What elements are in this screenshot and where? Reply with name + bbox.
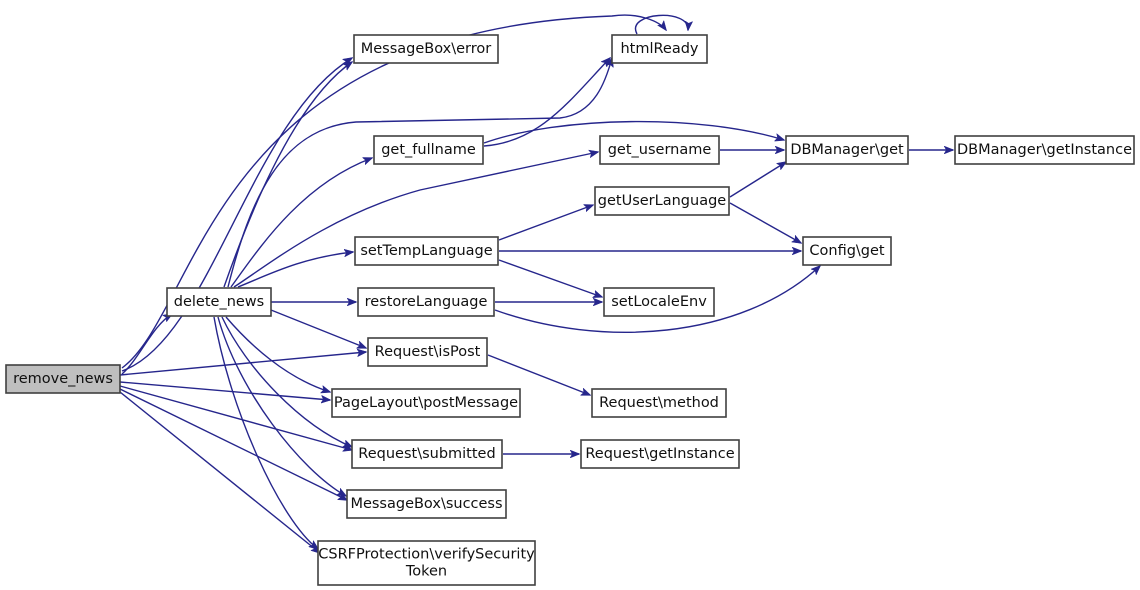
node-label-messagebox_error: MessageBox\error [361,41,492,57]
node-box-config_get[interactable] [802,236,892,266]
call-edge-delete_news-to-htmlready [227,58,612,288]
call-edge-settemplanguage-to-setlocaleenv [498,259,602,297]
call-edge-remove_news-to-messagebox_success [119,388,347,500]
call-edge-delete_news-to-csrf_verify [213,316,318,549]
node-box-request_submitted[interactable] [351,439,503,469]
graph-node-getuserlanguage[interactable]: getUserLanguage [594,186,730,216]
graph-node-restorelanguage[interactable]: restoreLanguage [357,287,495,317]
node-label-setlocaleenv: setLocaleEnv [611,294,707,310]
graph-node-delete_news[interactable]: delete_news [166,287,272,317]
call-edge-remove_news-to-csrf_verify [119,391,320,553]
node-label-dbmanager_get: DBManager\get [790,142,904,158]
node-label-csrf_verify: CSRFProtection\verifySecurity [318,547,535,563]
node-box-htmlready[interactable] [611,34,708,64]
node-box-request_ispost[interactable] [367,337,488,367]
node-label-dbmanager_instance: DBManager\getInstance [957,142,1132,158]
call-edge-remove_news-to-request_submitted [119,385,352,450]
call-edge-delete_news-to-get_username [233,152,598,288]
graph-node-pagelayout_post[interactable]: PageLayout\postMessage [331,388,521,418]
call-edge-remove_news-to-request_ispost [119,352,366,376]
node-label-config_get: Config\get [809,243,885,259]
call-edge-htmlready-to-htmlready [634,14,689,35]
nodes-layer: remove_news delete_news MessageBox\error ht… [5,34,1135,586]
node-box-setlocaleenv[interactable] [603,287,715,317]
graph-node-get_username[interactable]: get_username [599,135,720,165]
call-edge-getuserlanguage-to-config_get [729,202,801,243]
node-box-pagelayout_post[interactable] [331,388,521,418]
node-label-csrf_verify: Token [405,564,447,580]
graph-node-messagebox_error[interactable]: MessageBox\error [353,34,499,64]
call-edge-delete_news-to-settemplanguage [237,252,353,288]
graph-node-get_fullname[interactable]: get_fullname [373,135,484,165]
node-label-getuserlanguage: getUserLanguage [598,193,726,209]
call-edge-request_ispost-to-request_method [487,354,590,396]
node-label-get_fullname: get_fullname [381,142,476,158]
graph-node-settemplanguage[interactable]: setTempLanguage [354,236,499,266]
call-edge-delete_news-to-request_ispost [270,309,366,349]
node-box-messagebox_error[interactable] [353,34,499,64]
node-box-dbmanager_get[interactable] [785,135,909,165]
node-label-htmlready: htmlReady [620,41,698,57]
graph-node-config_get[interactable]: Config\get [802,236,892,266]
node-box-messagebox_success[interactable] [346,489,507,519]
node-label-restorelanguage: restoreLanguage [365,294,488,310]
graph-node-request_submitted[interactable]: Request\submitted [351,439,503,469]
graph-node-request_instance[interactable]: Request\getInstance [580,439,740,469]
call-edge-delete_news-to-messagebox_success [217,316,346,496]
node-box-csrf_verify[interactable] [317,540,536,586]
node-label-delete_news: delete_news [174,294,264,310]
node-box-dbmanager_instance[interactable] [954,135,1135,165]
graph-node-request_method[interactable]: Request\method [591,388,727,418]
call-edge-getuserlanguage-to-dbmanager_get [729,162,786,198]
node-box-restorelanguage[interactable] [357,287,495,317]
call-edge-delete_news-to-request_submitted [221,316,352,448]
graph-node-dbmanager_get[interactable]: DBManager\get [785,135,909,165]
call-edge-remove_news-to-pagelayout_post [119,381,330,400]
graph-node-messagebox_success[interactable]: MessageBox\success [346,489,507,519]
node-label-remove_news: remove_news [13,371,113,387]
graph-node-remove_news[interactable]: remove_news [5,364,121,394]
node-label-request_ispost: Request\isPost [375,344,481,360]
call-edge-delete_news-to-messagebox_error [223,62,352,288]
node-box-get_fullname[interactable] [373,135,484,165]
node-box-settemplanguage[interactable] [354,236,499,266]
call-edge-remove_news-to-delete_news [121,314,172,375]
graph-node-dbmanager_instance[interactable]: DBManager\getInstance [954,135,1135,165]
call-edge-remove_news-to-htmlready [121,14,666,369]
call-edge-delete_news-to-get_fullname [230,158,372,288]
node-label-pagelayout_post: PageLayout\postMessage [334,395,518,411]
node-label-messagebox_success: MessageBox\success [350,496,502,512]
call-edge-restorelanguage-to-config_get [494,266,820,333]
node-label-request_submitted: Request\submitted [358,446,495,462]
node-box-get_username[interactable] [599,135,720,165]
graph-node-setlocaleenv[interactable]: setLocaleEnv [603,287,715,317]
node-box-remove_news[interactable] [5,364,121,394]
graph-node-htmlready[interactable]: htmlReady [611,34,708,64]
graph-node-request_ispost[interactable]: Request\isPost [367,337,488,367]
node-label-get_username: get_username [608,142,712,158]
node-box-request_instance[interactable] [580,439,740,469]
node-box-getuserlanguage[interactable] [594,186,730,216]
edges-layer [119,14,953,553]
call-edge-get_fullname-to-htmlready [483,58,610,147]
node-label-request_method: Request\method [599,395,719,411]
node-box-request_method[interactable] [591,388,727,418]
call-edge-remove_news-to-messagebox_error [121,58,352,372]
node-box-delete_news[interactable] [166,287,272,317]
node-label-settemplanguage: setTempLanguage [360,243,492,259]
call-edge-get_fullname-to-dbmanager_get [483,120,784,144]
call-edge-settemplanguage-to-getuserlanguage [498,205,593,241]
node-label-request_instance: Request\getInstance [585,446,734,462]
call-edge-delete_news-to-pagelayout_post [225,316,330,392]
